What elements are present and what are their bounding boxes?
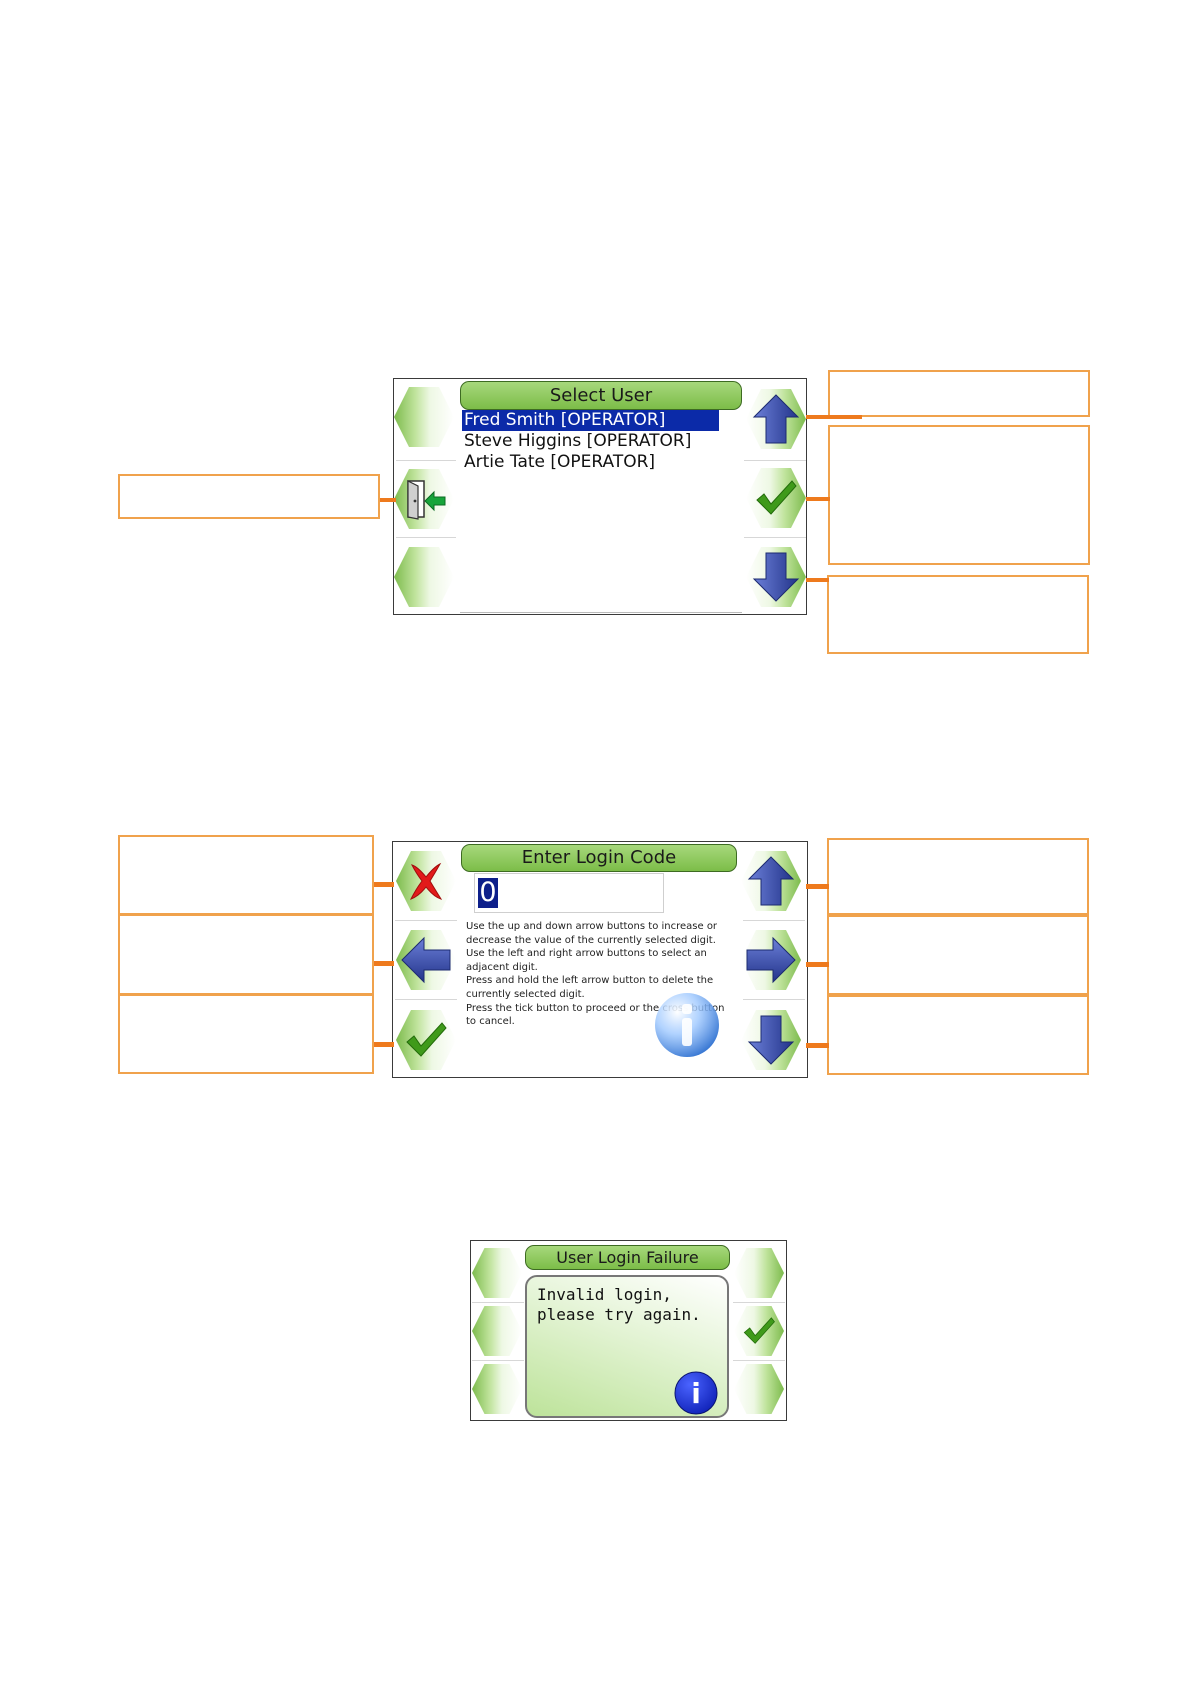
user-list: Fred Smith [OPERATOR] Steve Higgins [OPE…	[462, 410, 722, 473]
login-code-input[interactable]: 0	[474, 873, 664, 913]
help-line: Use the left and right arrow buttons to …	[466, 948, 707, 960]
left-bottom-blank-button[interactable]	[394, 547, 454, 607]
select-user-title: Select User	[549, 385, 653, 406]
callout-scroll-up	[828, 370, 1090, 417]
callout-scroll-down	[827, 575, 1089, 654]
info-icon: i	[674, 1371, 718, 1415]
callout-cancel	[118, 835, 374, 915]
cross-icon	[409, 862, 443, 900]
info-icon	[655, 993, 719, 1057]
exit-button[interactable]	[394, 469, 454, 529]
right-bottom-blank-button[interactable]	[734, 1364, 784, 1414]
selected-digit[interactable]: 0	[478, 877, 498, 908]
help-line: adjacent digit.	[466, 961, 538, 973]
help-text: Use the up and down arrow buttons to inc…	[466, 920, 728, 1029]
left-top-blank-button[interactable]	[394, 387, 454, 447]
increase-digit-button[interactable]	[741, 851, 801, 911]
arrow-left-icon	[401, 936, 451, 984]
scroll-down-button[interactable]	[746, 547, 806, 607]
help-line: Press the tick button to proceed or the …	[466, 1002, 725, 1014]
left-bottom-blank-button[interactable]	[472, 1364, 522, 1414]
page-title: Select User	[460, 381, 742, 410]
arrow-down-icon	[747, 1015, 795, 1065]
list-item[interactable]: Fred Smith [OPERATOR]	[462, 410, 719, 431]
callout-decrease	[827, 995, 1089, 1075]
right-top-blank-button[interactable]	[734, 1248, 784, 1298]
list-item[interactable]: Artie Tate [OPERATOR]	[464, 452, 656, 472]
callout-exit	[118, 474, 380, 519]
callout-confirm	[828, 425, 1090, 565]
page-title: User Login Failure	[525, 1245, 730, 1270]
decrease-digit-button[interactable]	[741, 1010, 801, 1070]
enter-login-code-title: Enter Login Code	[521, 847, 677, 868]
user-login-failure-title: User Login Failure	[556, 1248, 699, 1267]
exit-door-icon	[407, 480, 446, 520]
tick-icon	[406, 1022, 447, 1057]
help-line: Use the up and down arrow buttons to inc…	[466, 921, 718, 932]
arrow-up-icon	[747, 856, 795, 906]
callout-increase	[827, 838, 1089, 915]
left-middle-blank-button[interactable]	[472, 1306, 522, 1356]
help-line: to cancel.	[466, 1016, 515, 1028]
move-right-button[interactable]	[741, 930, 801, 990]
list-item[interactable]: Steve Higgins [OPERATOR]	[464, 431, 692, 451]
callout-move-left	[118, 914, 374, 995]
cancel-button[interactable]	[396, 851, 456, 911]
left-top-blank-button[interactable]	[472, 1248, 522, 1298]
page-title: Enter Login Code	[461, 844, 737, 872]
confirm-button[interactable]	[734, 1306, 784, 1356]
callout-confirm	[118, 994, 374, 1074]
help-line: Press and hold the left arrow button to …	[466, 975, 714, 987]
arrow-right-icon	[746, 936, 796, 984]
message-panel: Invalid login, please try again. i	[525, 1275, 729, 1418]
help-line: decrease the value of the currently sele…	[466, 934, 716, 946]
confirm-button[interactable]	[396, 1010, 456, 1070]
info-glyph: i	[691, 1377, 701, 1410]
help-line: currently selected digit.	[466, 988, 585, 1000]
move-left-button[interactable]	[396, 930, 456, 990]
tick-icon	[743, 1317, 775, 1344]
callout-move-right	[827, 915, 1089, 995]
arrow-up-icon	[752, 394, 800, 444]
tick-icon	[756, 480, 797, 515]
arrow-down-icon	[752, 552, 800, 602]
scroll-up-button[interactable]	[746, 389, 806, 449]
confirm-button[interactable]	[746, 468, 806, 528]
error-message: Invalid login, please try again.	[537, 1285, 701, 1324]
